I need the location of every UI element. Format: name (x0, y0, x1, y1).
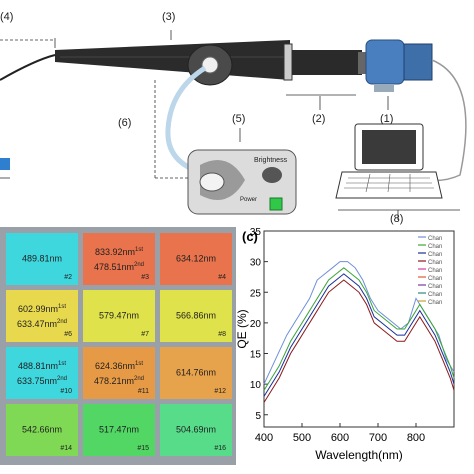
cell-wavelength: 504.69nm (175, 424, 217, 435)
laptop (335, 123, 443, 199)
cell-wavelength: 579.47nm (98, 310, 140, 321)
legend-entry: Chan (428, 284, 442, 290)
cell-number: #3 (141, 274, 149, 281)
y-axis-label: QE (%) (236, 309, 249, 348)
brightness-label: Brightness (254, 157, 288, 164)
legend-entry: Chan (428, 236, 442, 242)
cell-wavelength: 542.66nm (21, 424, 63, 435)
label-2: (2) (312, 113, 325, 125)
y-tick-label: 30 (250, 258, 262, 269)
cell-wavelength: 614.76nm (175, 367, 217, 378)
label-4: (4) (0, 11, 13, 23)
y-tick-label: 10 (250, 380, 262, 391)
y-tick-label: 5 (255, 411, 261, 422)
panel-label: (c) (242, 229, 258, 244)
flange (283, 43, 293, 81)
label-1: (1) (380, 113, 393, 125)
power-label: Power (240, 197, 257, 203)
sample-block (0, 158, 10, 170)
cell-wavelength: 566.86nm (175, 310, 217, 321)
filter-cell: 489.81nm #2 (6, 233, 78, 285)
filter-cell: 634.12nm #4 (160, 233, 232, 285)
filter-cell: 566.86nm #8 (160, 290, 232, 342)
filter-cell: 504.69nm #16 (160, 404, 232, 456)
label-8: (8) (390, 213, 403, 225)
cell-number: #14 (60, 445, 72, 452)
legend-entry: Chan (428, 252, 442, 258)
cell-number: #2 (64, 274, 72, 281)
fiber-cable (0, 54, 56, 81)
x-tick-label: 800 (407, 432, 425, 444)
label-6: (6) (118, 117, 131, 129)
cell-number: #10 (60, 388, 72, 395)
legend-entry: Chan (428, 244, 442, 250)
filter-cell: 579.47nm #7 (83, 290, 155, 342)
plot-frame (263, 230, 455, 428)
series-line (263, 279, 455, 403)
filter-cell: 542.66nm #14 (6, 404, 78, 456)
optical-tube (55, 40, 290, 80)
cell-wavelength: 489.81nm (21, 253, 63, 264)
series-line (263, 267, 455, 391)
cell-wavelength: 634.12nm (175, 253, 217, 264)
legend-entry: Chan (428, 300, 442, 306)
filter-cell: 614.76nm #12 (160, 347, 232, 399)
legend-entry: Chan (428, 268, 442, 274)
y-tick-label: 25 (250, 288, 262, 299)
cell-number: #4 (218, 274, 226, 281)
cell-number: #12 (214, 388, 226, 395)
cell-number: #6 (64, 331, 72, 338)
label-3: (3) (162, 11, 175, 23)
filter-cell: 517.47nm #15 (83, 404, 155, 456)
x-tick-label: 500 (293, 432, 311, 444)
series-line (263, 273, 455, 397)
x-tick-label: 600 (331, 432, 349, 444)
cell-number: #16 (214, 445, 226, 452)
legend-entry: Chan (428, 276, 442, 282)
y-tick-label: 20 (250, 319, 262, 330)
cell-number: #7 (141, 331, 149, 338)
cell-number: #11 (137, 388, 149, 395)
camera (365, 39, 405, 85)
setup-diagram: Brightness Power (4) (3) (2) (1) (5) (6)… (0, 11, 467, 225)
label-5: (5) (232, 113, 245, 125)
cell-number: #8 (218, 331, 226, 338)
legend-entry: Chan (428, 260, 442, 266)
power-indicator (269, 197, 283, 211)
y-tick-label: 35 (250, 227, 262, 238)
x-tick-label: 700 (369, 432, 387, 444)
legend-entry: Chan (428, 292, 442, 298)
x-axis-label: Wavelength(nm) (315, 448, 403, 462)
x-tick-label: 400 (255, 432, 273, 444)
cell-wavelength: 517.47nm (98, 424, 140, 435)
y-tick-label: 15 (250, 350, 262, 361)
cell-number: #15 (137, 445, 149, 452)
